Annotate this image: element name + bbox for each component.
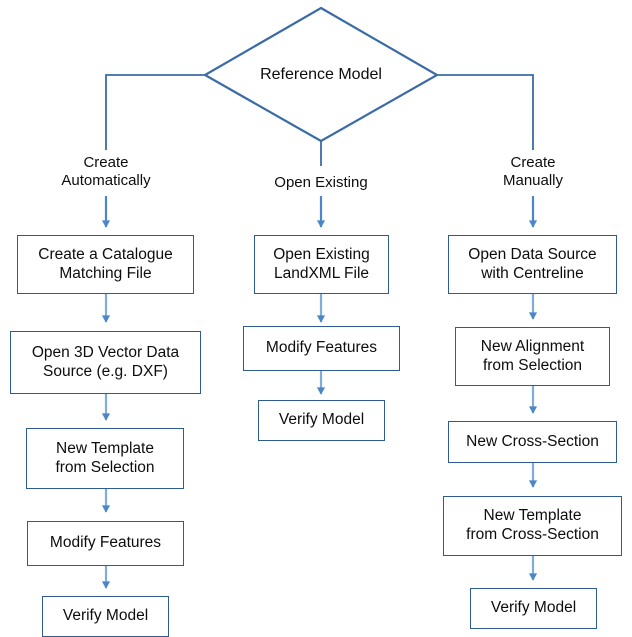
- process-label: New Cross-Section: [466, 432, 599, 450]
- process-label: Verify Model: [278, 411, 365, 429]
- process-verify-model-existing[interactable]: Verify Model: [258, 400, 385, 441]
- process-label: Verify Model: [490, 599, 577, 617]
- branch-label-existing: Open Existing: [251, 170, 391, 196]
- wire-root-to-manual: [437, 74, 534, 150]
- process-open-existing-landxml-file[interactable]: Open Existing LandXML File: [254, 235, 389, 294]
- process-label: Modify Features: [49, 534, 162, 552]
- process-label: New Template from Cross-Section: [466, 507, 599, 543]
- process-verify-model-automatic[interactable]: Verify Model: [42, 596, 169, 637]
- wire-root-to-automatic: [105, 74, 205, 150]
- process-label: New Alignment from Selection: [480, 337, 585, 374]
- decision-label: Reference Model: [260, 66, 382, 84]
- branch-label-manual-text: Create Manually: [502, 153, 564, 189]
- process-label: Modify Features: [265, 339, 378, 357]
- process-label: Open Data Source with Centreline: [468, 245, 597, 282]
- process-new-template-from-cross-section[interactable]: New Template from Cross-Section: [443, 496, 622, 556]
- process-new-cross-section[interactable]: New Cross-Section: [448, 421, 617, 463]
- process-label: Verify Model: [62, 607, 149, 625]
- process-label: New Template from Selection: [55, 439, 155, 476]
- process-label: Open Existing LandXML File: [273, 245, 370, 282]
- branch-label-manual: Create Manually: [463, 148, 603, 196]
- branch-label-automatic-text: Create Automatically: [61, 153, 151, 189]
- process-modify-features-existing[interactable]: Modify Features: [243, 326, 400, 371]
- branch-label-automatic: Create Automatically: [36, 148, 176, 196]
- process-verify-model-manual[interactable]: Verify Model: [470, 588, 597, 629]
- process-open-3d-vector-data-source[interactable]: Open 3D Vector Data Source (e.g. DXF): [10, 331, 201, 394]
- process-open-data-source-with-centreline[interactable]: Open Data Source with Centreline: [448, 235, 617, 294]
- process-new-template-from-selection[interactable]: New Template from Selection: [26, 428, 184, 489]
- process-label: Open 3D Vector Data Source (e.g. DXF): [31, 343, 180, 380]
- process-new-alignment-from-selection[interactable]: New Alignment from Selection: [455, 327, 610, 386]
- process-create-catalogue-matching-file[interactable]: Create a Catalogue Matching File: [17, 235, 194, 294]
- branch-label-existing-text: Open Existing: [274, 173, 368, 191]
- decision-reference-model[interactable]: Reference Model: [205, 44, 437, 106]
- process-modify-features-automatic[interactable]: Modify Features: [27, 521, 184, 566]
- process-label: Create a Catalogue Matching File: [38, 245, 173, 282]
